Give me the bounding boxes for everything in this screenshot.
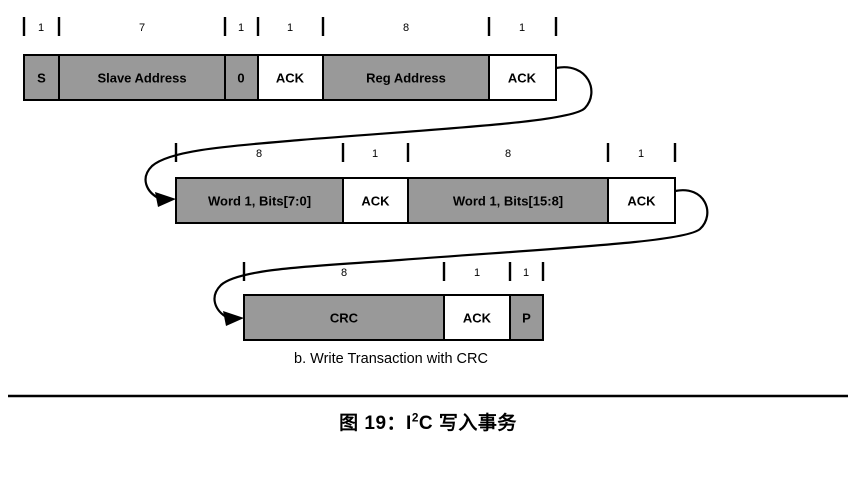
frame-cell-label: Reg Address (366, 70, 446, 85)
bit-count-label: 1 (474, 267, 480, 279)
frame-cell-label: Word 1, Bits[15:8] (453, 193, 563, 208)
frame-cell-reg-address (322, 54, 490, 101)
frame-cell-slave-address (58, 54, 226, 101)
bit-count-label: 1 (287, 22, 293, 34)
frame-cell-label: Word 1, Bits[7:0] (208, 193, 311, 208)
frame-cell-stop (509, 294, 544, 341)
frame-cell-label: ACK (361, 193, 390, 208)
bit-count-label: 8 (505, 148, 511, 160)
bit-count-label: 1 (519, 22, 525, 34)
continuation-arrow-row1-to-row2 (144, 66, 593, 207)
row-2-tick-marks (174, 143, 677, 162)
row-1-tick-marks (22, 17, 558, 36)
row-1-group: 1 7 1 1 8 1 S Slave Address 0 ACK Reg Ad… (22, 17, 558, 101)
frame-cell-label: CRC (330, 310, 359, 325)
bit-count-label: 1 (523, 267, 529, 279)
figure-caption-text: 写入事务 (438, 413, 517, 434)
bit-count-label: 1 (238, 22, 244, 34)
bit-count-label: 1 (638, 148, 644, 160)
flow-line (144, 66, 593, 200)
frame-cell-ack (488, 54, 557, 101)
bit-count-label: 7 (139, 22, 145, 34)
frame-cell-label: ACK (276, 70, 305, 85)
arrow-head-icon (155, 192, 176, 207)
figure-caption-protocol-base: I (406, 413, 412, 434)
frame-cell-rw-bit (224, 54, 259, 101)
frame-cell-word1-low (175, 177, 344, 224)
bit-count-label: 8 (341, 267, 347, 279)
frame-cell-label: ACK (627, 193, 656, 208)
bit-count-label: 8 (403, 22, 409, 34)
bit-count-label: 1 (372, 148, 378, 160)
figure-caption: 图 19：I2C 写入事务 (0, 408, 856, 435)
continuation-arrow-row2-to-row3 (213, 189, 709, 326)
figure-caption-separator: ： (386, 413, 407, 434)
frame-cell-label: Slave Address (97, 70, 186, 85)
row-2-group: 8 1 8 1 Word 1, Bits[7:0] ACK Word 1, Bi… (174, 143, 677, 224)
frame-cell-ack (607, 177, 676, 224)
frame-cell-label: S (37, 70, 46, 85)
bit-count-label: 1 (38, 22, 44, 34)
row-3-group: 8 1 1 CRC ACK P (242, 262, 545, 341)
frame-cell-crc (243, 294, 445, 341)
frame-cell-label: ACK (508, 70, 537, 85)
arrow-head-icon (223, 311, 244, 326)
frame-cell-ack (257, 54, 324, 101)
diagram-sub-caption: b. Write Transaction with CRC (294, 351, 488, 367)
frame-cell-start (23, 54, 60, 101)
frame-cell-label: ACK (463, 310, 492, 325)
flow-line (213, 189, 709, 319)
figure-caption-protocol-tail: C (418, 413, 434, 434)
row-3-tick-marks (242, 262, 545, 281)
figure-caption-protocol-superscript: 2 (411, 411, 419, 425)
frame-cell-label: 0 (237, 70, 244, 85)
bit-count-label: 8 (256, 148, 262, 160)
frame-cell-label: P (522, 310, 531, 325)
frame-cell-ack (342, 177, 409, 224)
figure-caption-prefix: 图 19 (339, 413, 387, 434)
